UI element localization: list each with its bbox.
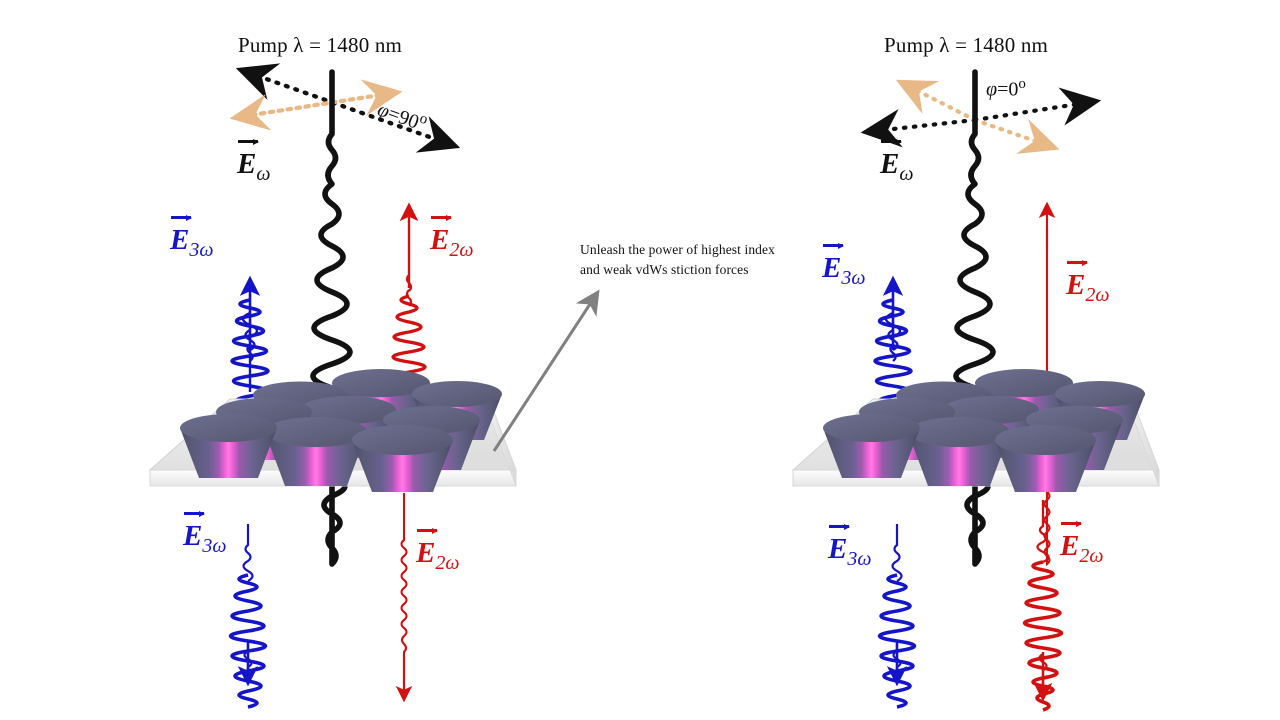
vector-arrow-accent-icon: E [880, 140, 902, 181]
vector-arrow-accent-icon: E [1060, 522, 1082, 563]
efield-label-pump-left: Eω [237, 140, 271, 185]
wave-3omega-transmitted-right [877, 524, 917, 709]
pump-title-left: Pump λ = 1480 nm [238, 33, 403, 57]
callout-pointer-arrow [492, 289, 600, 452]
efield-subscript-2omega-left: 2ω [449, 238, 474, 261]
efield-subscript-3omega-left: 3ω [189, 238, 214, 261]
efield-subscript-3omega-right: 3ω [841, 266, 866, 289]
efield-label-2omega-reflected-left: E2ω [430, 216, 474, 261]
efield-subscript-pump-left: ω [256, 162, 271, 185]
vector-arrow-accent-icon: E [430, 216, 452, 257]
efield-subscript-2omega-right: 2ω [1085, 283, 1110, 306]
wave-2omega-transmitted-left [395, 493, 413, 703]
polarization-axes-left [229, 63, 461, 153]
right-panel [791, 69, 1160, 712]
wave-2omega-transmitted-right [1022, 500, 1064, 712]
efield-label-2omega-transmitted-right: E2ω [1060, 522, 1104, 567]
polarization-tan-axis-right [895, 79, 978, 123]
efield-label-3omega-transmitted-left: E3ω [183, 512, 227, 557]
efield-subscript-2omega-trans-right: 2ω [1079, 544, 1104, 567]
pump-beam-right [953, 69, 997, 567]
phi-degree-right: o [1018, 76, 1026, 92]
phi-angle-label-right: φ=0o [986, 76, 1026, 101]
polarization-axes-right [860, 79, 1102, 154]
efield-subscript-2omega-trans-left: 2ω [435, 551, 460, 574]
efield-label-2omega-transmitted-left: E2ω [416, 529, 460, 574]
polarization-tan-axis-right-2 [972, 117, 1060, 154]
pump-beam-left [310, 69, 354, 567]
metasurface-right [791, 369, 1160, 492]
efield-label-3omega-reflected-right: E3ω [822, 244, 866, 289]
cone-element [908, 417, 1010, 486]
polarization-black-axis-right-2 [860, 108, 978, 148]
cone-element [265, 417, 367, 486]
polarization-black-axis-left-2 [255, 73, 461, 153]
efield-label-3omega-transmitted-right: E3ω [828, 525, 872, 570]
efield-subscript-3omega-trans-left: 3ω [202, 534, 227, 557]
metasurface-left [148, 369, 517, 492]
vector-arrow-accent-icon: E [822, 244, 844, 285]
efield-label-3omega-reflected-left: E3ω [170, 216, 214, 261]
efield-subscript-pump-right: ω [899, 162, 914, 185]
vector-arrow-accent-icon: E [237, 140, 259, 181]
vector-arrow-accent-icon: E [416, 529, 438, 570]
efield-label-2omega-reflected-right: E2ω [1066, 261, 1110, 306]
phi-value-right: 0 [1008, 78, 1019, 101]
vector-arrow-accent-icon: E [170, 216, 192, 257]
polarization-black-axis-right [972, 87, 1102, 126]
phi-symbol-right: φ [986, 78, 998, 101]
cone-element [352, 425, 453, 492]
cone-element [823, 414, 920, 478]
phi-equals-right: = [997, 78, 1009, 101]
left-panel [148, 63, 517, 709]
efield-label-pump-right: Eω [880, 140, 914, 185]
cone-element [180, 414, 277, 478]
efield-subscript-3omega-trans-right: 3ω [847, 547, 872, 570]
callout-note-text: Unleash the power of highest index and w… [580, 242, 775, 277]
vector-arrow-accent-icon: E [183, 512, 205, 553]
vector-arrow-accent-icon: E [828, 525, 850, 566]
polarization-tan-axis-left-2 [249, 79, 403, 118]
pump-title-right: Pump λ = 1480 nm [884, 33, 1049, 57]
vector-arrow-accent-icon: E [1066, 261, 1088, 302]
wave-3omega-transmitted-left [228, 524, 268, 709]
cone-element [995, 425, 1096, 492]
